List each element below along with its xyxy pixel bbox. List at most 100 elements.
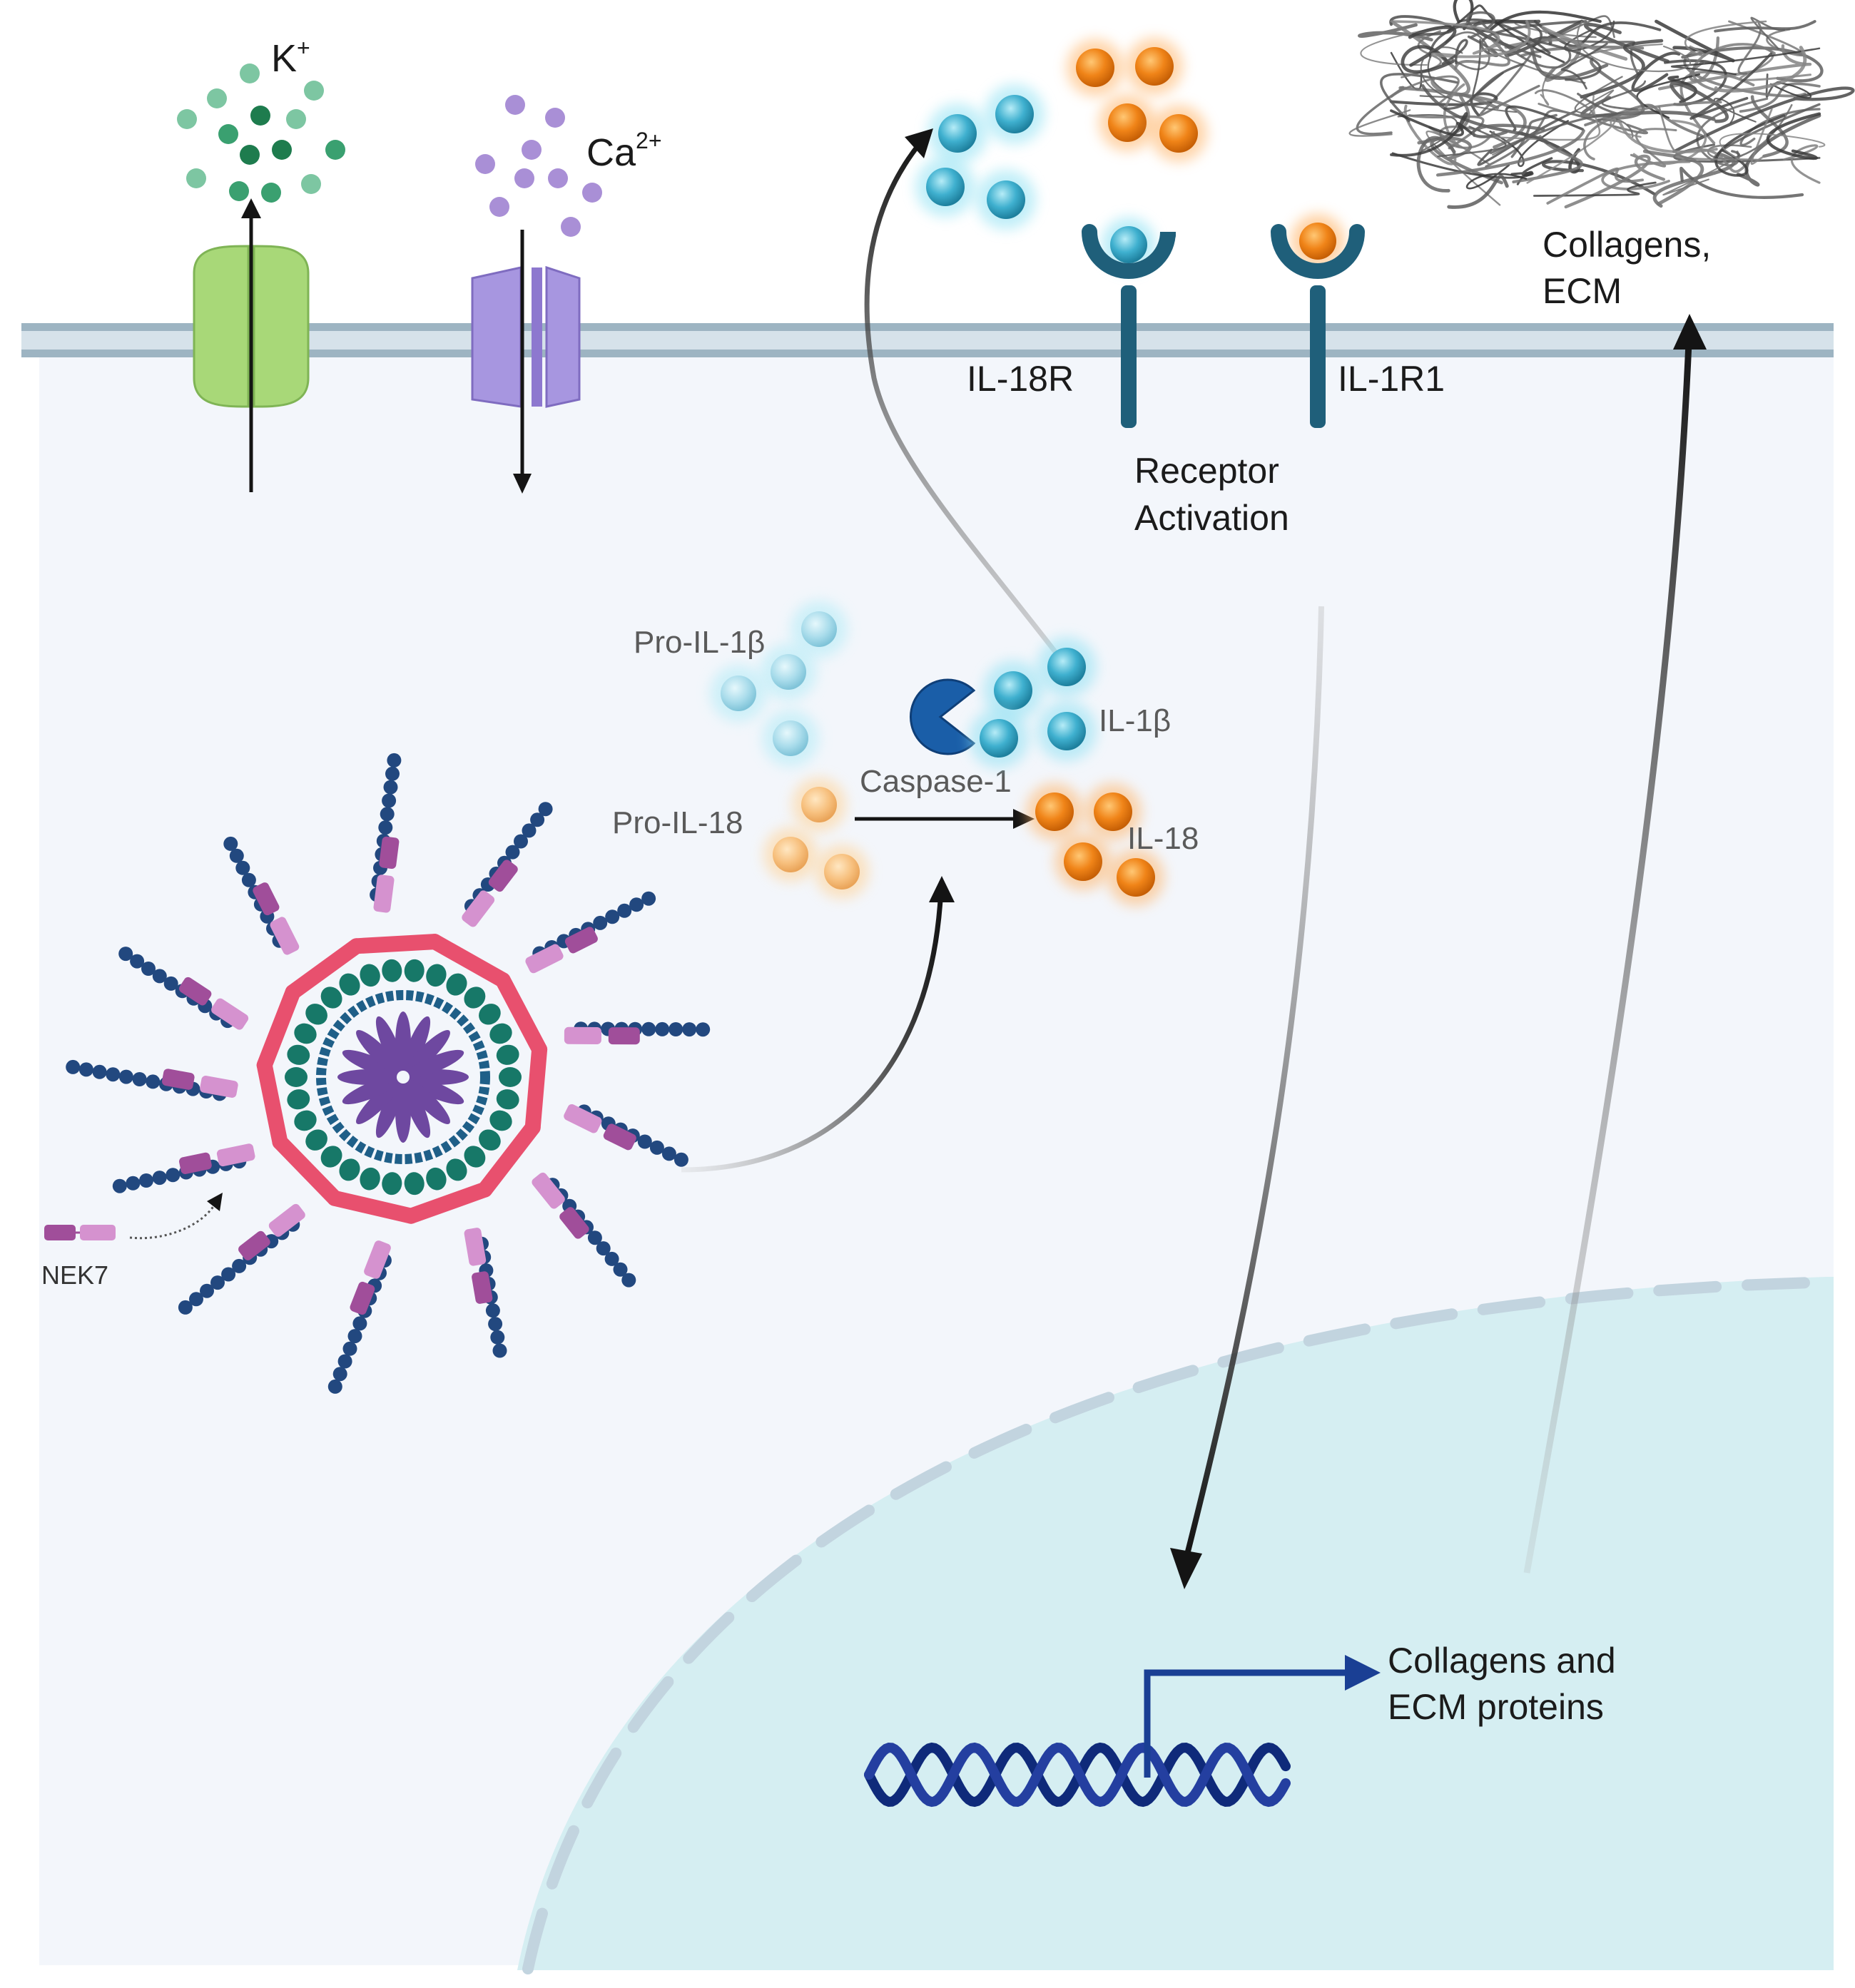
asc-filament-bead [189, 1292, 203, 1307]
asc-filament-bead [126, 1176, 141, 1191]
asc-filament-bead [118, 947, 133, 962]
nek7-domain-dark [253, 882, 280, 916]
collagens-ecm-label-line2: ECM [1543, 271, 1622, 311]
pyd-bead [404, 959, 425, 982]
nek7-domain-light [564, 1103, 602, 1133]
collagens-proteins-label-line2: ECM proteins [1388, 1687, 1604, 1727]
asc-filament-bead [112, 1178, 127, 1193]
nek7-domain-dark [559, 1207, 589, 1239]
collagen-fiber [1390, 112, 1468, 157]
nek7-domain-light [462, 890, 495, 927]
collagen-fiber [1601, 160, 1691, 190]
collagen-fiber [1447, 4, 1565, 63]
asc-filament-bead [141, 962, 156, 976]
collagen-fiber [1679, 166, 1804, 199]
collagen-fiber [1477, 109, 1577, 166]
collagen-fiber [1596, 118, 1648, 135]
nlrp3-segment [524, 1041, 548, 1136]
nlrp3-segment [403, 1181, 493, 1224]
pyd-bead [285, 1067, 308, 1087]
asc-filament-bead [146, 1074, 161, 1089]
collagen-fiber [1527, 43, 1609, 80]
collagen-fiber [1696, 97, 1769, 167]
collagen-fiber [1473, 95, 1601, 141]
collagen-fiber [1671, 47, 1821, 76]
collagen-fiber [1420, 46, 1518, 113]
asc-filament-bead [613, 1262, 628, 1277]
nek7-domain-light [564, 1026, 601, 1045]
pyd-bead [464, 987, 486, 1009]
nek7-label: NEK7 [41, 1260, 108, 1290]
asc-filament-bead [641, 891, 656, 906]
asc-filament-bead [641, 1021, 656, 1036]
collagen-fiber [1533, 181, 1657, 197]
asc-filament-bead [163, 976, 178, 991]
calcium-influx-arrowhead [513, 474, 532, 494]
pyd-bead [339, 1158, 360, 1181]
asc-filament-bead [378, 820, 393, 835]
asc-filament-bead [92, 1064, 107, 1079]
nlrp3-segment [256, 1057, 288, 1150]
collagen-fiber [1547, 15, 1615, 41]
nlrp3-segment [348, 934, 443, 954]
collagen-fiber [1471, 123, 1545, 138]
potassium-label: K+ [271, 35, 310, 80]
calcium-label: Ca2+ [586, 128, 662, 174]
asc-filament-bead [655, 1021, 670, 1036]
transcription-arrow [1144, 1669, 1348, 1778]
collagen-fiber [1447, 174, 1509, 209]
il1r1-receptor [1271, 214, 1365, 428]
collagen-fiber [1398, 86, 1527, 149]
collagen-fiber [1380, 73, 1459, 123]
collagen-fiber [1546, 167, 1644, 205]
collagen-fiber [1430, 20, 1531, 58]
asc-filament-bead [682, 1022, 697, 1037]
collagen-fiber [1636, 73, 1701, 119]
caspase1-enzyme [910, 678, 976, 755]
collagen-fiber [1441, 39, 1468, 65]
ecm-export-arrowhead [1673, 314, 1707, 350]
nlrp3-segment [327, 1190, 420, 1224]
collagens-ecm-label-line1: Collagens, [1543, 225, 1711, 265]
transcription-arrowhead [1345, 1655, 1381, 1691]
nek7-domain-light [373, 875, 395, 913]
asc-filament-bead [514, 834, 528, 849]
nek7-domain-dark [238, 1230, 270, 1260]
pyd-bead [382, 959, 402, 982]
nek7-domain-dark [488, 860, 518, 892]
asc-filament-bead [605, 909, 620, 924]
pyd-bead [489, 1023, 512, 1044]
extracellular-il1b [915, 84, 1045, 230]
card-ring [316, 990, 490, 1164]
collagen-fiber [1662, 138, 1772, 196]
nek7-domain-light [268, 1203, 305, 1237]
nek7-domain-dark [350, 1281, 375, 1315]
core-spoke [405, 1076, 464, 1105]
collagen-fiber [1675, 148, 1749, 173]
pyd-bead [479, 1004, 501, 1025]
nek7-domain-light [532, 1172, 565, 1209]
nek7-domain-light [200, 1076, 238, 1098]
asc-filament-bead [485, 1303, 500, 1318]
collagens-proteins-label-line1: Collagens and [1388, 1641, 1616, 1681]
collagen-fiber [1737, 22, 1762, 75]
collagen-fiber [1670, 81, 1729, 123]
pyd-bead [287, 1044, 310, 1065]
asc-filament-bead [669, 1022, 683, 1036]
core-spoke [404, 1078, 450, 1124]
nek7-domain-dark [179, 1152, 212, 1175]
asc-filament-bead [492, 1343, 507, 1358]
pyd-bead [479, 1129, 501, 1151]
mature-il18-cluster [1026, 783, 1164, 906]
collagen-fiber [1348, 109, 1411, 137]
collagen-fiber [1766, 112, 1821, 160]
nlrp3-segment [477, 1119, 541, 1198]
collagen-fiber [1479, 53, 1540, 116]
dna-double-helix [864, 1742, 1291, 1808]
receptor-activation-label-line1: Receptor [1134, 451, 1279, 491]
ecm-export-arrow [1523, 342, 1692, 1574]
nek7-recruit-arrow [129, 1205, 215, 1240]
pyd-bead [489, 1110, 512, 1131]
nek7-domain-dark [608, 1027, 640, 1045]
mature-il1b-cluster [969, 637, 1097, 768]
